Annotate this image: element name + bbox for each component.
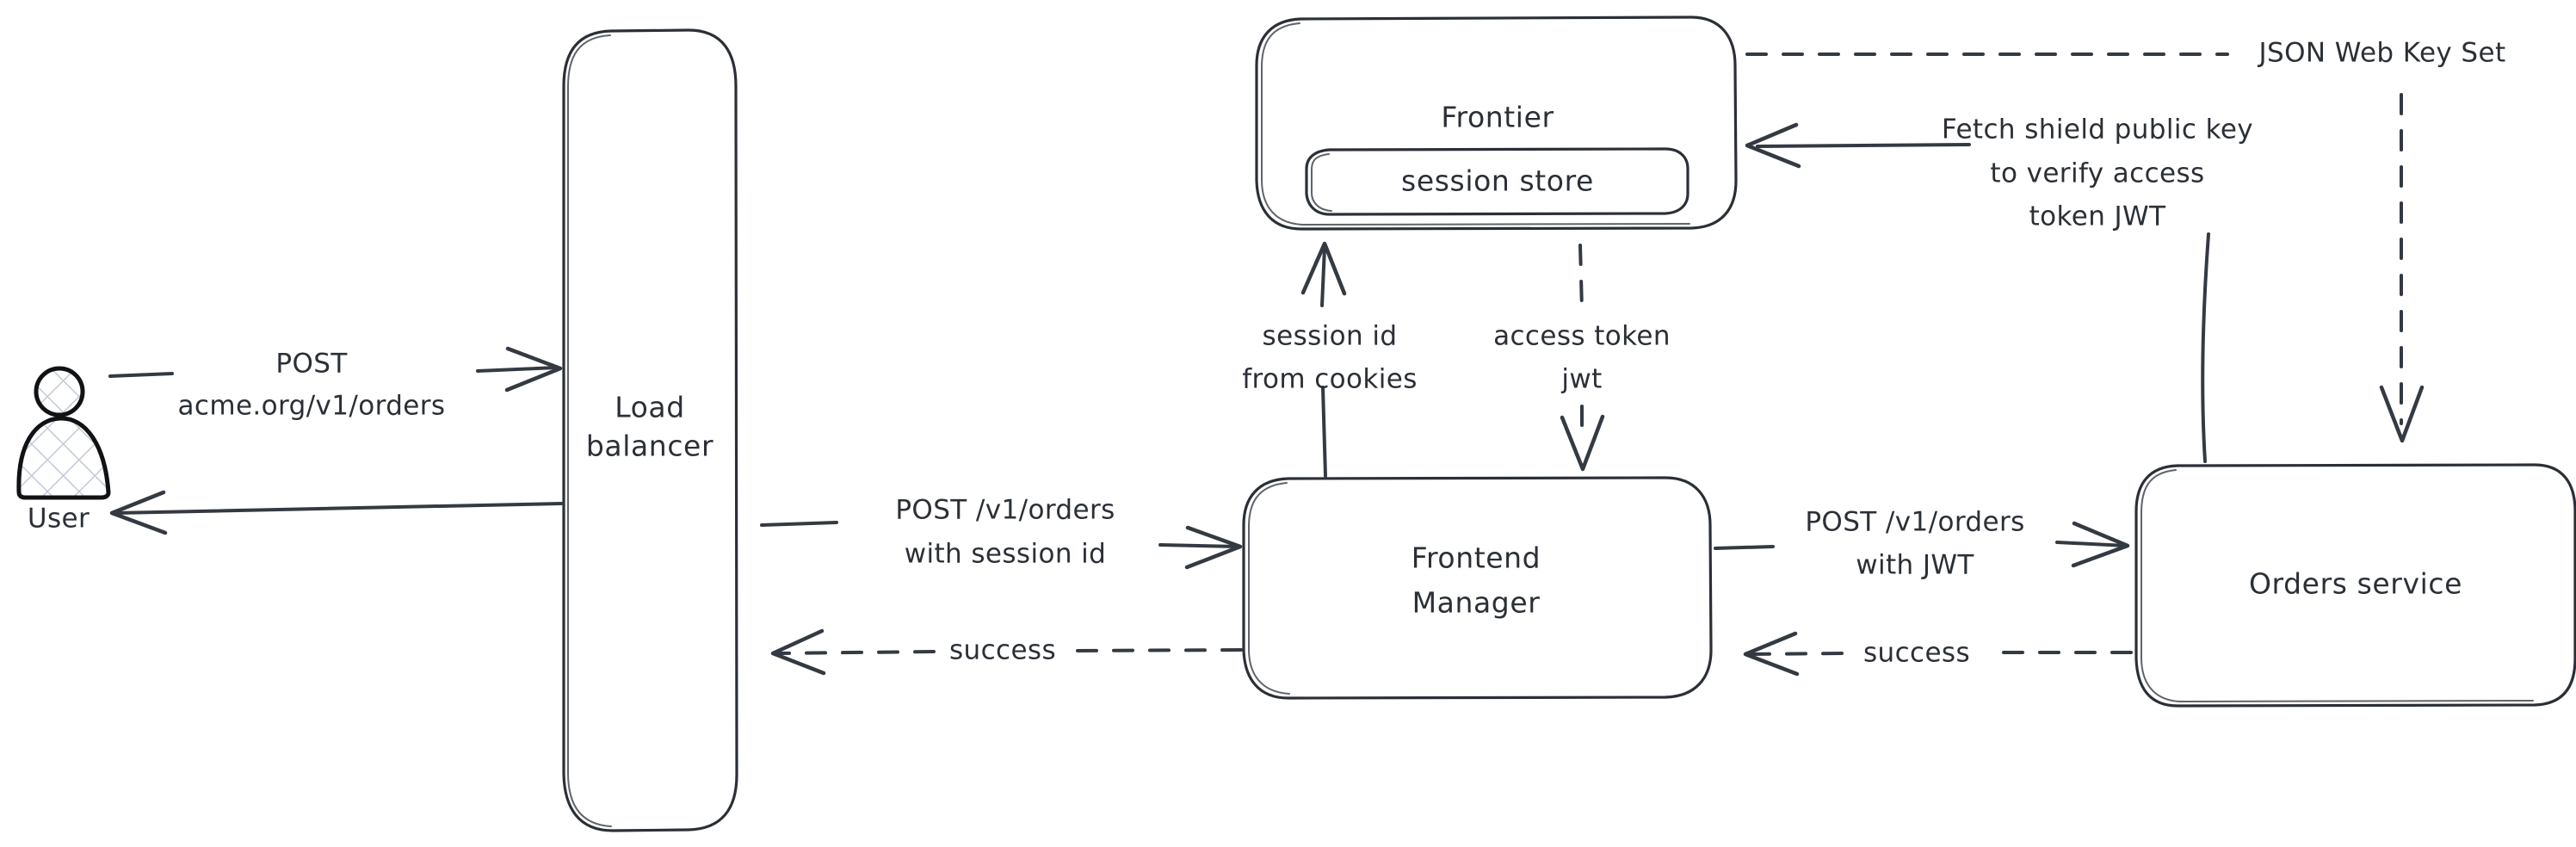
edge-user-to-lb (108, 346, 563, 393)
node-frontend-manager[interactable] (1242, 476, 1713, 700)
edge-label-fm-to-orders-line2: with JWT (1856, 550, 1974, 581)
edge-label-orders-to-frontier-line2: to verify access (1990, 158, 2204, 189)
edge-label-lb-to-fm-line2: with session id (905, 539, 1107, 570)
edge-label-user-to-lb-line2: acme.org/v1/orders (178, 391, 446, 422)
edge-orders-to-fm (1743, 631, 2133, 677)
edge-frontier-to-fm (1560, 244, 1605, 472)
load-balancer-label-line2: balancer (586, 430, 713, 463)
edge-label-fm-to-frontier-line1: session id (1263, 321, 1398, 352)
person-icon (16, 366, 111, 500)
orders-service-label: Orders service (2249, 567, 2462, 601)
edge-frontier-to-orders (1745, 53, 2425, 443)
edge-label-orders-to-frontier-line3: token JWT (2029, 201, 2167, 232)
edge-label-frontier-to-fm-line1: access token (1493, 321, 1671, 352)
edge-label-orders-to-frontier-line1: Fetch shield public key (1942, 114, 2253, 145)
frontier-label: Frontier (1441, 101, 1554, 134)
edge-lb-to-fm (760, 521, 1243, 570)
edge-fm-to-frontier (1300, 241, 1347, 478)
edge-label-fm-to-lb: success (949, 635, 1056, 666)
edge-label-orders-to-fm: success (1863, 638, 1970, 669)
load-balancer-label-line1: Load (615, 391, 685, 424)
edge-label-lb-to-fm-line1: POST /v1/orders (895, 495, 1115, 526)
node-orders-service[interactable] (2134, 463, 2576, 708)
node-load-balancer[interactable] (562, 28, 738, 832)
edge-orders-to-frontier (1745, 122, 2210, 463)
edge-label-fm-to-frontier-line2: from cookies (1242, 364, 1418, 395)
edge-label-user-to-lb-line1: POST (275, 349, 348, 380)
edge-label-frontier-to-fm-line2: jwt (1560, 364, 1602, 395)
session-store-label: session store (1401, 164, 1594, 198)
edge-lb-to-user (109, 490, 563, 535)
frontend-manager-label-line1: Frontend (1412, 541, 1541, 575)
edge-label-fm-to-orders-line1: POST /v1/orders (1805, 507, 2024, 538)
edge-fm-to-lb (770, 628, 1243, 676)
edge-fm-to-orders (1714, 521, 2130, 568)
node-session-store[interactable] (1305, 147, 1690, 216)
user-label: User (28, 504, 90, 535)
frontend-manager-label-line2: Manager (1412, 586, 1541, 620)
edge-label-frontier-to-orders: JSON Web Key Set (2257, 38, 2505, 69)
